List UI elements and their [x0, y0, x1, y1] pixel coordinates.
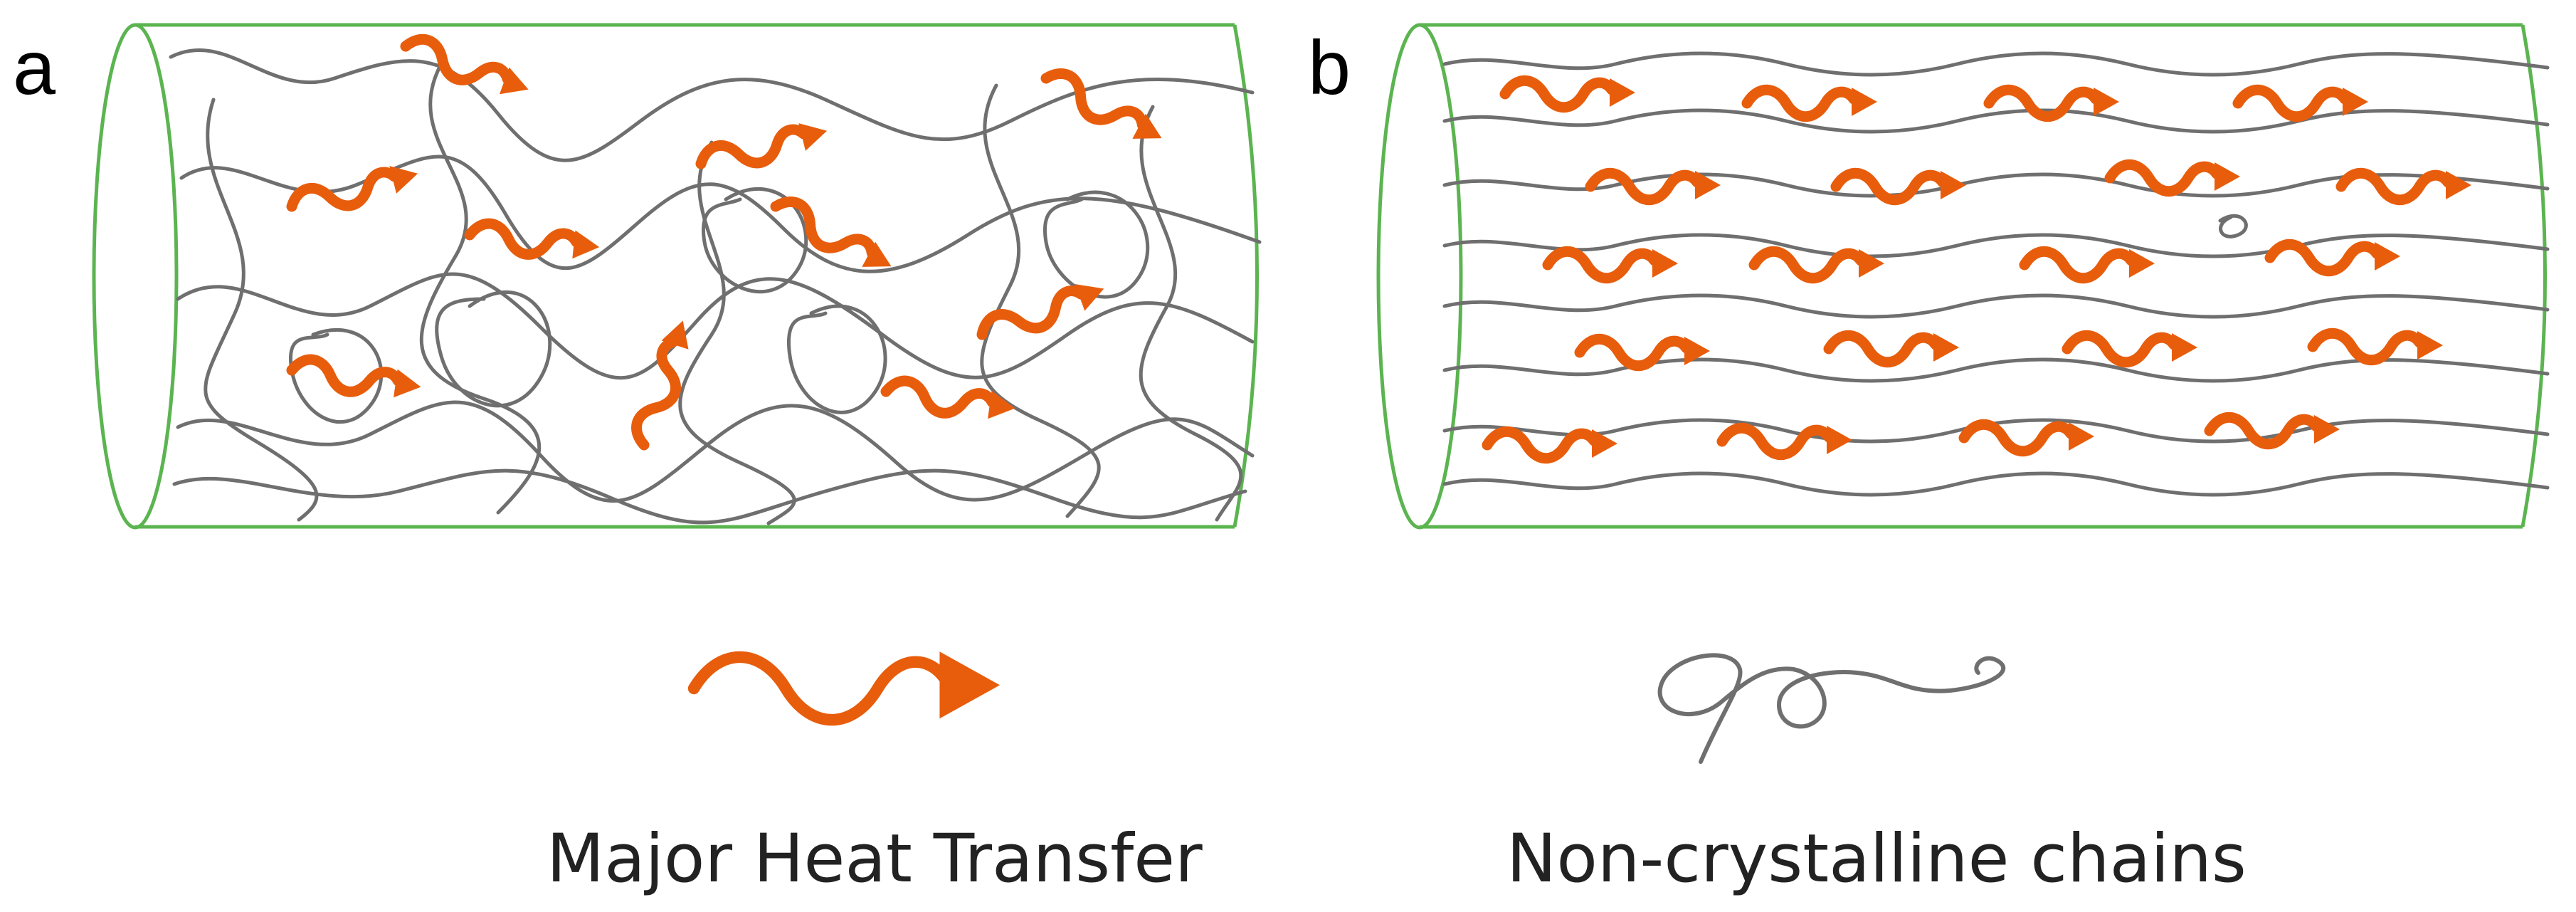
random-chain	[204, 98, 319, 522]
tube-a-left-end	[92, 23, 179, 530]
heat-arrow	[2204, 412, 2340, 450]
heat-arrow	[2062, 330, 2197, 368]
heat-arrow	[1983, 84, 2119, 122]
heat-arrow	[1585, 167, 1721, 206]
heat-arrow	[1716, 422, 1852, 461]
aligned-chain	[1442, 233, 2550, 258]
aligned-chain	[1442, 51, 2550, 77]
heat-arrow	[286, 354, 421, 398]
random-chain	[176, 272, 1255, 380]
random-chain	[172, 468, 1247, 525]
aligned-chain	[1442, 108, 2550, 134]
heat-arrow	[1040, 68, 1162, 139]
wavy-arrow-icon	[687, 651, 1001, 726]
heat-arrow	[1958, 419, 2094, 457]
heat-arrow	[770, 196, 892, 267]
random-chain	[435, 290, 552, 408]
heat-arrow	[1482, 426, 1617, 464]
heat-arrow	[976, 284, 1104, 340]
heat-arrow	[1499, 75, 1635, 113]
panel-a: a	[13, 23, 1262, 530]
heat-arrow	[2264, 239, 2400, 277]
heat-arrow	[880, 375, 1015, 419]
heat-arrow	[1542, 246, 1678, 284]
legend: Major Heat Transfer Non-crystalline chai…	[547, 651, 2247, 898]
heat-arrow	[2307, 327, 2443, 366]
random-chain	[1139, 105, 1243, 522]
panel-b: b	[1308, 23, 2550, 530]
panel-a-label: a	[13, 24, 56, 110]
random-chain	[1043, 190, 1150, 299]
tangled-chain-icon	[1657, 653, 2006, 764]
heat-arrow	[400, 33, 529, 95]
panel-a-heat-arrows	[286, 33, 1162, 451]
aligned-chain	[1442, 357, 2550, 383]
random-chain	[169, 48, 1255, 162]
panel-b-heat-arrows	[1482, 75, 2471, 464]
heat-arrow	[2019, 246, 2155, 284]
random-chain	[787, 304, 887, 414]
random-chain	[289, 328, 384, 424]
heat-arrow	[1748, 246, 1884, 284]
heat-arrow	[695, 123, 828, 169]
tube-b-right-end	[2520, 24, 2547, 528]
panel-b-label: b	[1308, 24, 1351, 110]
heat-arrow	[2335, 167, 2471, 206]
panel-a-chains	[169, 48, 1262, 525]
legend-heat-transfer-label: Major Heat Transfer	[547, 820, 1203, 898]
random-chain	[980, 83, 1101, 518]
random-chain	[419, 62, 542, 515]
random-chain	[176, 400, 1255, 503]
panel-a-tube	[92, 23, 1259, 530]
legend-heat-transfer: Major Heat Transfer	[547, 651, 1203, 898]
random-chain	[678, 140, 796, 525]
legend-chains: Non-crystalline chains	[1506, 653, 2247, 898]
panel-b-tube	[1376, 23, 2547, 530]
random-chain	[179, 154, 1262, 273]
heat-arrow	[2232, 84, 2368, 122]
heat-arrow	[2104, 159, 2240, 197]
heat-arrow	[631, 320, 689, 451]
heat-arrow	[1741, 84, 1877, 122]
heat-arrow	[1830, 167, 1966, 206]
legend-chains-label: Non-crystalline chains	[1506, 820, 2247, 898]
tube-b-left-end	[1376, 23, 1463, 530]
heat-arrow	[1823, 330, 1959, 368]
heat-arrow	[464, 218, 600, 260]
aligned-chain-loop	[2218, 214, 2248, 239]
aligned-chain	[1442, 293, 2550, 319]
heat-arrow	[286, 166, 418, 212]
heat-arrow	[1574, 333, 1710, 372]
aligned-chain	[1442, 471, 2550, 497]
tube-a-right-end	[1232, 24, 1259, 528]
